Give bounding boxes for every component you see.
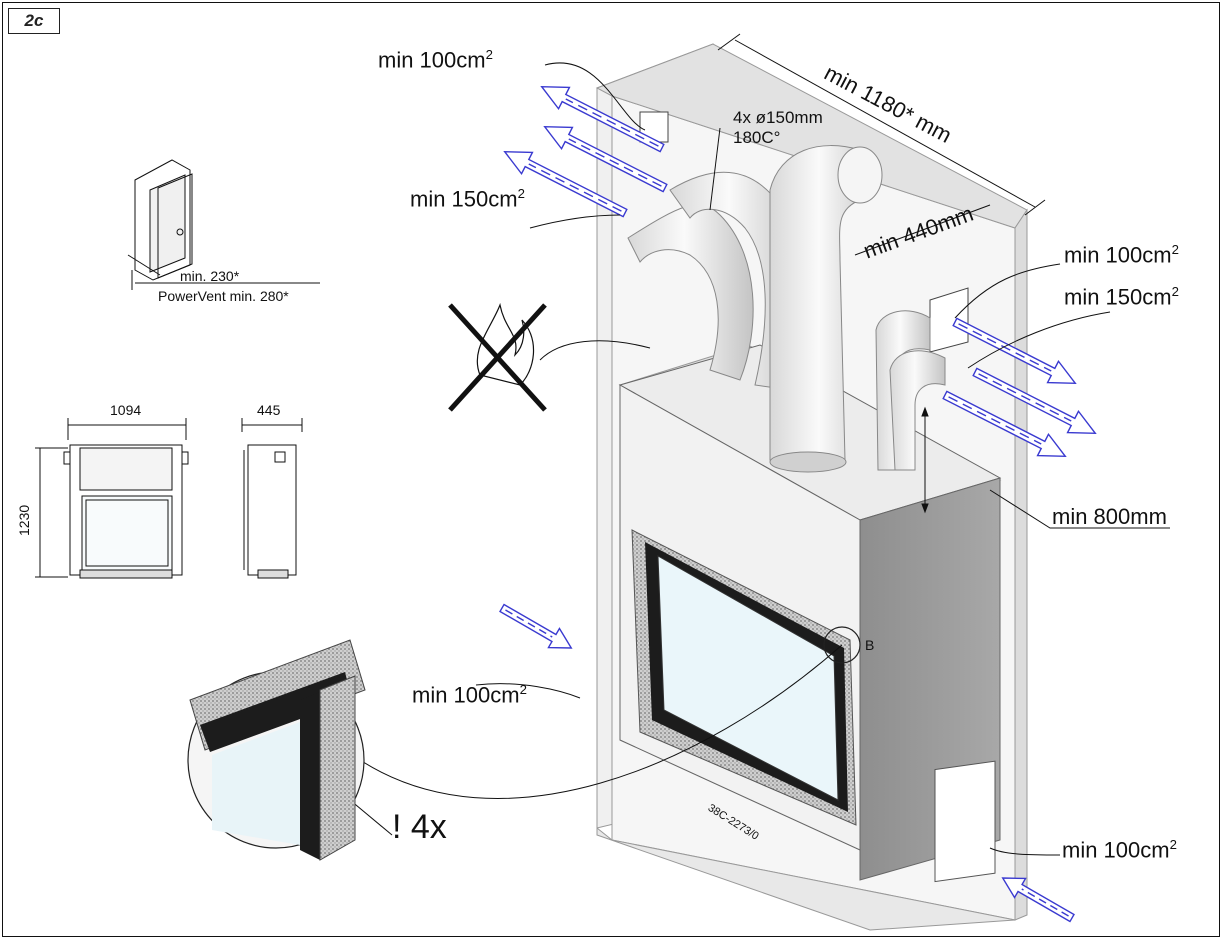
airflow-arrow-inlet-bottom — [1001, 877, 1075, 923]
airflow-arrow-right-1 — [952, 317, 1077, 385]
inset-side-view — [241, 418, 303, 579]
glass-door — [631, 529, 861, 826]
label-area-top-left: min 100cm2 — [378, 47, 493, 73]
access-hatch — [934, 760, 996, 883]
detail-b-magnifier — [187, 639, 366, 861]
label-dim-depth: 445 — [257, 402, 281, 418]
airflow-arrow-inlet-left — [499, 603, 573, 649]
airflow-arrow-top-2 — [543, 125, 668, 193]
pipe-5 — [889, 350, 946, 471]
enclosure-right-face — [1014, 208, 1028, 921]
label-inset-min: min. 230* — [180, 268, 240, 284]
airflow-arrow-top-3 — [503, 150, 628, 218]
label-area-bottom-right: min 100cm2 — [1062, 837, 1177, 863]
leader-lines — [349, 62, 1170, 856]
label-inset-powervent: PowerVent min. 280* — [158, 288, 289, 304]
label-height-min: min 800mm — [1052, 504, 1167, 529]
figure-tag: 2c — [8, 8, 60, 34]
label-area-mid-left: min 150cm2 — [410, 186, 525, 212]
enclosure-bottom — [596, 826, 1016, 931]
label-area-right-top: min 100cm2 — [1064, 242, 1179, 268]
label-detail-count: ! 4x — [392, 808, 447, 846]
label-dim-width: 1094 — [110, 402, 142, 418]
airflow-arrows — [499, 85, 1097, 923]
no-fire-icon — [448, 302, 651, 412]
airflow-arrow-right-2 — [972, 367, 1097, 435]
inset-iso-view — [127, 159, 320, 290]
label-area-bottom-left: min 100cm2 — [412, 682, 527, 708]
label-dim-height: 1230 — [16, 504, 32, 536]
label-pipes-temp: 180C° — [733, 128, 781, 147]
flue-pipes — [627, 145, 946, 473]
label-pipes: 4x ø150mm — [733, 108, 823, 127]
airflow-arrow-right-3 — [942, 390, 1067, 458]
dimension-lines — [717, 33, 1046, 514]
detail-marker-b: B — [865, 637, 875, 653]
inset-front-view — [35, 418, 189, 579]
detail-circle — [823, 626, 861, 664]
label-area-right-mid: min 150cm2 — [1064, 284, 1179, 310]
airflow-arrow-top-1 — [540, 85, 665, 153]
